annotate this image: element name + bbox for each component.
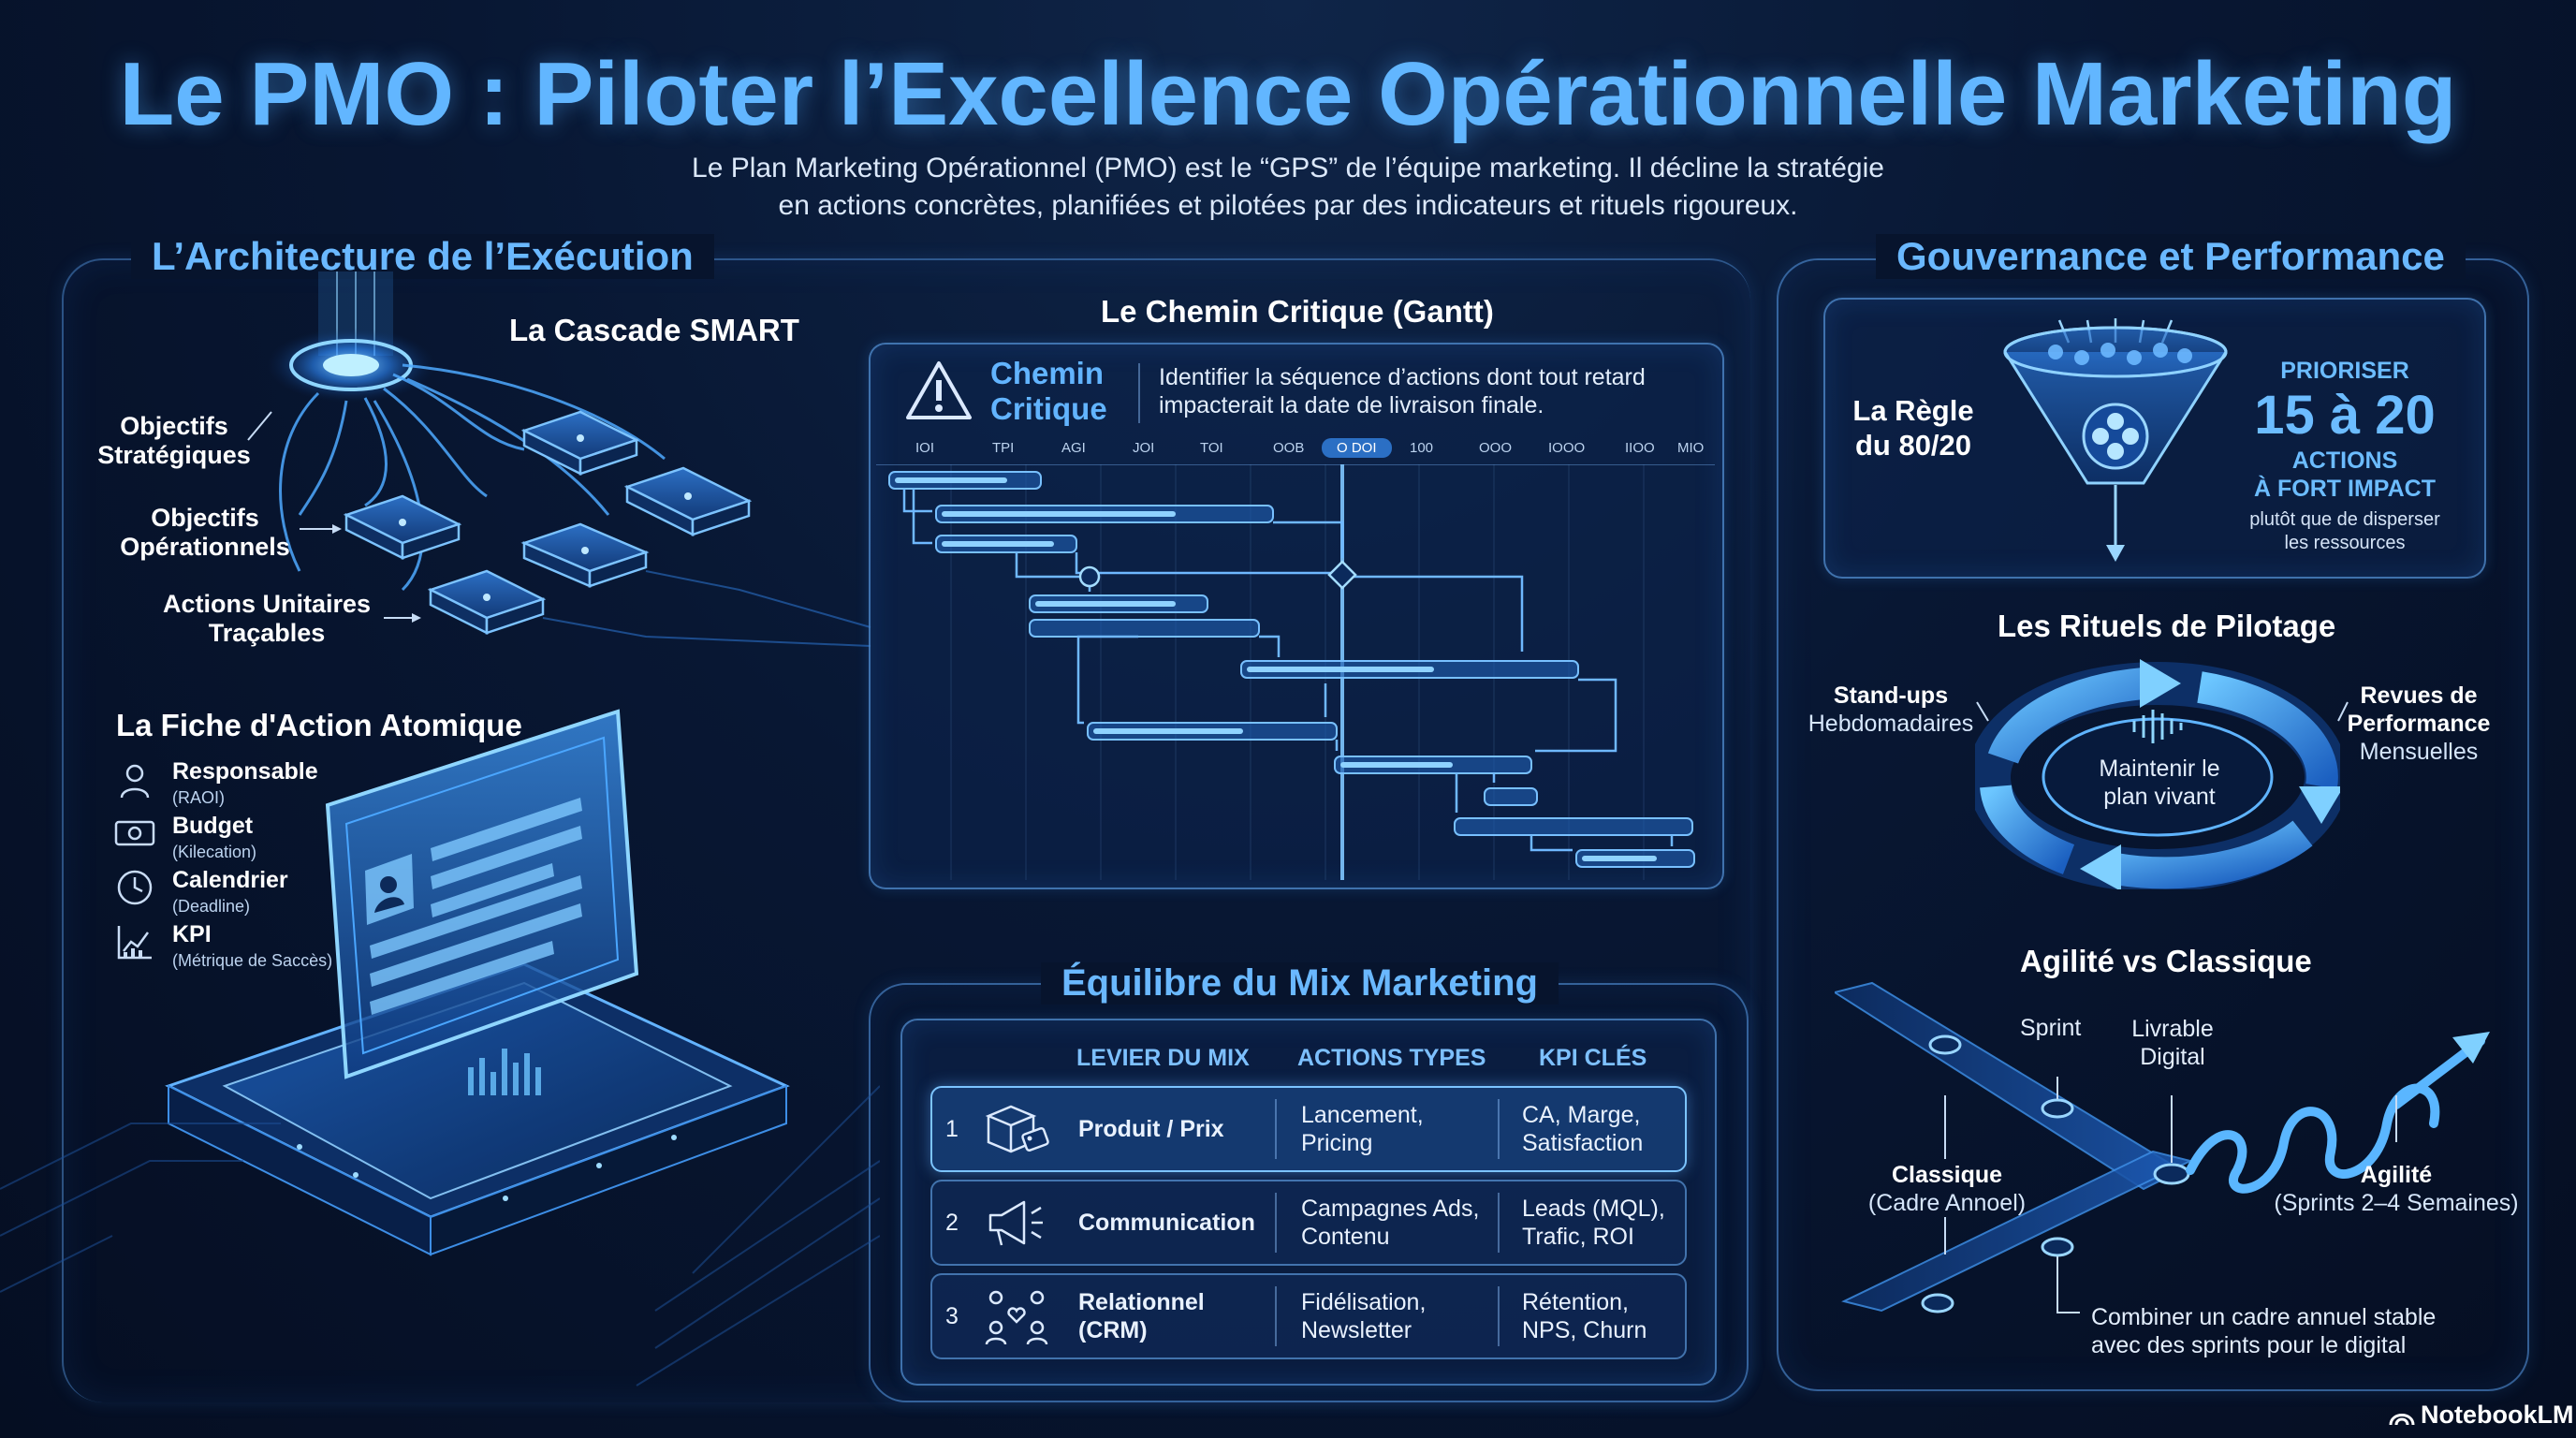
- cascade-level-strategic: Objectifs Stratégiques: [97, 412, 251, 469]
- chart-icon: [117, 926, 152, 960]
- gantt-label-divider: [1138, 363, 1140, 423]
- warning-icon: [906, 361, 972, 419]
- funnel-icon: [2003, 318, 2228, 562]
- page-subtitle: Le Plan Marketing Opérationnel (PMO) est…: [446, 150, 2130, 225]
- mix-header-levier: LEVIER DU MIX: [1076, 1045, 1250, 1071]
- cascade-diagram: [247, 271, 871, 647]
- rituels-standups: Stand-ups Hebdomadaires: [1808, 682, 1974, 737]
- notebooklm-icon: [2389, 1414, 2415, 1426]
- regle-8020-label: La Règle du 80/20: [1852, 394, 1974, 462]
- mix-row-produit: 1 Produit / Prix Lancement,Pricing CA, M…: [930, 1086, 1687, 1172]
- agilite-sprint-label: Sprint: [2020, 1015, 2082, 1041]
- fiche-item-budget: Budget (Kilecation): [112, 813, 393, 867]
- agilite-agilite-label: Agilité (Sprints 2–4 Semaines): [2274, 1162, 2519, 1216]
- mix-row-communication: 2 Communication Campagnes Ads,Contenu Le…: [930, 1180, 1687, 1266]
- mix-title: Équilibre du Mix Marketing: [1041, 962, 1559, 1005]
- gantt-chart: [888, 464, 1695, 880]
- gouvernance-title: Gouvernance et Performance: [1876, 234, 2466, 279]
- gantt-label: Chemin Critique: [990, 356, 1107, 426]
- agilite-note: Combiner un cadre annuel stable avec des…: [2091, 1304, 2437, 1358]
- gantt-panel: [869, 343, 1724, 889]
- cascade-level-actions: Actions Unitaires Traçables: [162, 590, 372, 647]
- fiche-title: La Fiche d'Action Atomique: [116, 708, 522, 742]
- mix-header-kpi: KPI CLÉS: [1539, 1045, 1647, 1071]
- subtitle-line-1: Le Plan Marketing Opérationnel (PMO) est…: [692, 153, 1884, 183]
- fiche-item-kpi: KPI (Métrique de Saccès): [112, 921, 393, 976]
- agilite-livrable-label: Livrable Digital: [2131, 1016, 2214, 1070]
- gantt-description: Identifier la séquence d’actions dont to…: [1159, 364, 1646, 418]
- money-icon: [114, 820, 155, 846]
- notebooklm-logo: NotebookLM: [2389, 1401, 2573, 1430]
- agilite-diagram: [1835, 981, 2490, 1313]
- agilite-title: Agilité vs Classique: [2020, 944, 2312, 978]
- gantt-title: Le Chemin Critique (Gantt): [1101, 294, 1494, 329]
- people-icon: [985, 1290, 1048, 1345]
- mix-header-actions: ACTIONS TYPES: [1297, 1045, 1486, 1071]
- subtitle-line-2: en actions concrètes, planifiées et pilo…: [778, 190, 1798, 221]
- cascade-level-operational: Objectifs Opérationnels: [120, 504, 290, 561]
- fiche-item-responsable: Responsable (RAOI): [112, 758, 393, 813]
- fiche-items: Responsable (RAOI) Budget (Kilecation) C…: [112, 758, 393, 976]
- gantt-timeline: IOI TPI AGI JOI TOI OOB O DOI 100 OOO IO…: [876, 436, 1715, 465]
- action-card-device-illustration: [165, 709, 790, 1256]
- box-icon: [985, 1105, 1049, 1153]
- mix-row-relationnel: 3 Relationnel(CRM) Fidélisation,Newslett…: [930, 1273, 1687, 1359]
- rituels-title: Les Rituels de Pilotage: [1998, 609, 2336, 643]
- page-title: Le PMO : Piloter l’Excellence Opérationn…: [119, 44, 2457, 144]
- megaphone-icon: [988, 1200, 1043, 1246]
- circuit-traces: [0, 1085, 880, 1387]
- agilite-classique-label: Classique (Cadre Annoel): [1867, 1162, 2027, 1216]
- architecture-panel: [62, 258, 1750, 1402]
- architecture-title: L’Architecture de l’Exécution: [131, 234, 714, 279]
- fiche-item-calendrier: Calendrier (Deadline): [112, 867, 393, 921]
- rituels-center: Maintenir le plan vivant: [2099, 756, 2220, 810]
- rituels-pointers: [1976, 701, 2349, 722]
- person-icon: [120, 764, 150, 799]
- rituels-revues: Revues de Performance Mensuelles: [2347, 682, 2491, 765]
- clock-icon: [117, 870, 153, 905]
- rituels-cycle: [1975, 659, 2340, 889]
- prioriser-block: PRIORISER 15 à 20 ACTIONS À FORT IMPACT …: [2249, 358, 2440, 553]
- cascade-title: La Cascade SMART: [509, 313, 799, 347]
